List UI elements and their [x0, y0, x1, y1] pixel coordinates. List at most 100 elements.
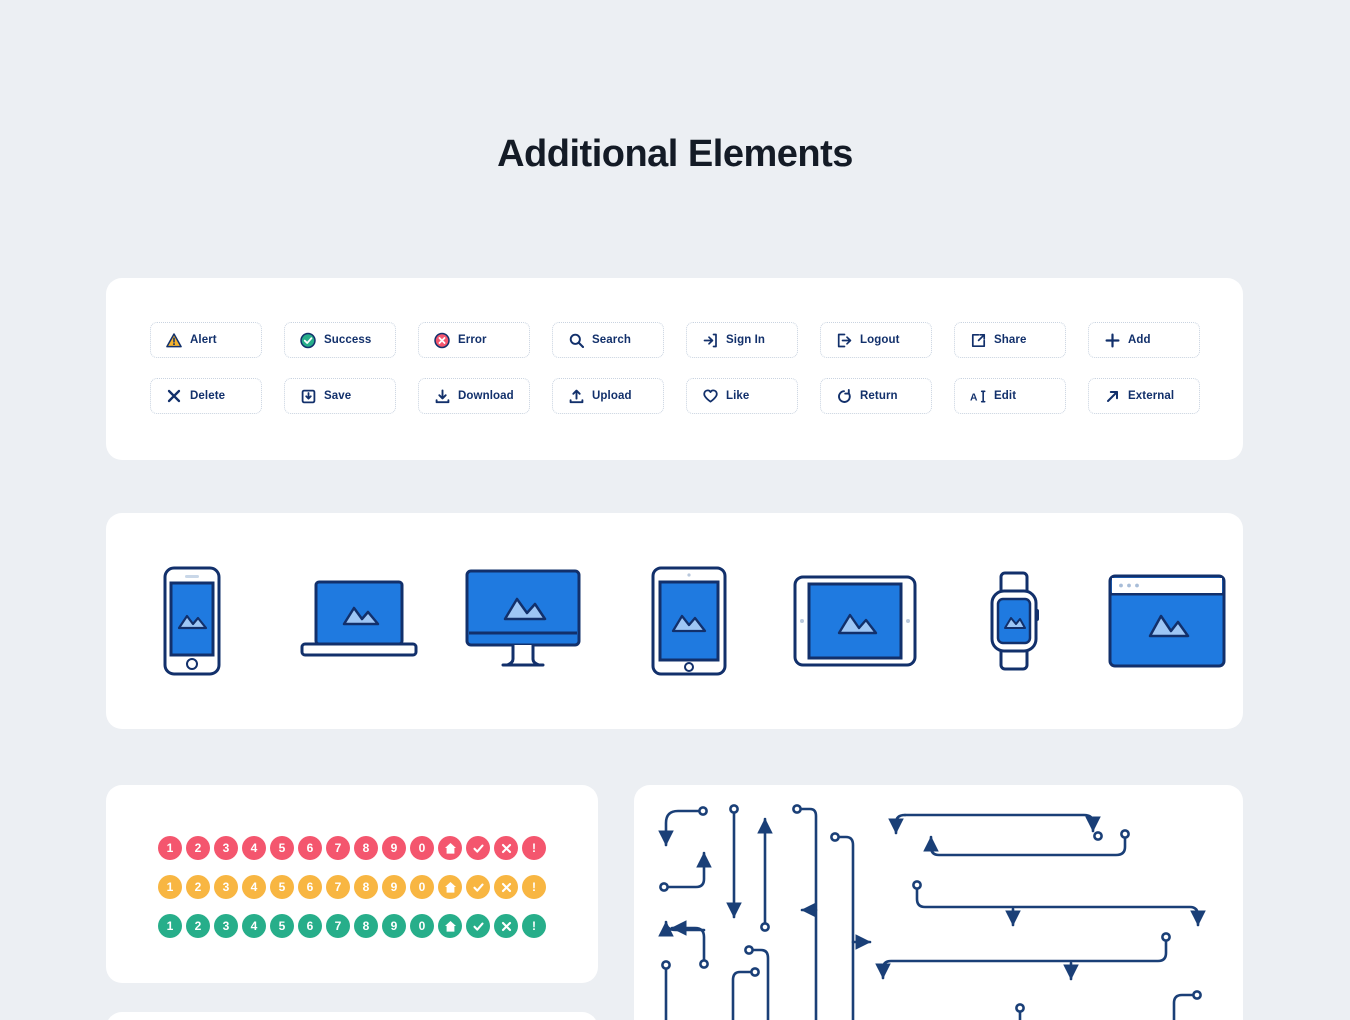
- badge-check[interactable]: [466, 914, 490, 938]
- button-label: External: [1128, 390, 1175, 402]
- button-download[interactable]: Download: [418, 378, 530, 414]
- badge-check[interactable]: [466, 875, 490, 899]
- device-laptop[interactable]: [278, 580, 440, 662]
- badge-4[interactable]: 4: [242, 875, 266, 899]
- badge-label: !: [532, 841, 536, 855]
- device-smartwatch[interactable]: [938, 571, 1090, 671]
- badge-7[interactable]: 7: [326, 836, 350, 860]
- badge-4[interactable]: 4: [242, 914, 266, 938]
- badge-label: 6: [306, 880, 314, 894]
- button-label: Share: [994, 334, 1027, 346]
- badge-9[interactable]: 9: [382, 836, 406, 860]
- button-success[interactable]: Success: [284, 322, 396, 358]
- badge-label: 8: [362, 919, 370, 933]
- button-sign-in[interactable]: Sign In: [686, 322, 798, 358]
- badge-label: 2: [194, 919, 202, 933]
- button-label: Return: [860, 390, 898, 402]
- device-row: [106, 513, 1243, 729]
- badge-8[interactable]: 8: [354, 836, 378, 860]
- svg-text:A: A: [970, 392, 978, 403]
- badge-label: 7: [334, 919, 342, 933]
- buttons-card: Alert Success Error Search Sign In Logout Shar…: [106, 278, 1243, 460]
- badge-9[interactable]: 9: [382, 914, 406, 938]
- badge-![interactable]: !: [522, 914, 546, 938]
- badge-8[interactable]: 8: [354, 914, 378, 938]
- badge-6[interactable]: 6: [298, 914, 322, 938]
- download-icon: [434, 388, 450, 404]
- badge-home[interactable]: [438, 836, 462, 860]
- badge-check[interactable]: [466, 836, 490, 860]
- badge-x[interactable]: [494, 836, 518, 860]
- button-add[interactable]: Add: [1088, 322, 1200, 358]
- button-like[interactable]: Like: [686, 378, 798, 414]
- device-tablet-portrait[interactable]: [606, 566, 772, 676]
- badge-1[interactable]: 1: [158, 875, 182, 899]
- badge-label: 9: [390, 919, 398, 933]
- device-desktop-monitor[interactable]: [440, 569, 606, 673]
- badge-label: 4: [250, 880, 258, 894]
- badge-![interactable]: !: [522, 836, 546, 860]
- button-upload[interactable]: Upload: [552, 378, 664, 414]
- badge-label: 6: [306, 841, 314, 855]
- badge-3[interactable]: 3: [214, 914, 238, 938]
- button-label: Like: [726, 390, 750, 402]
- badge-5[interactable]: 5: [270, 875, 294, 899]
- button-label: Alert: [190, 334, 217, 346]
- badge-0[interactable]: 0: [410, 914, 434, 938]
- button-logout[interactable]: Logout: [820, 322, 932, 358]
- badge-label: 7: [334, 841, 342, 855]
- button-share[interactable]: Share: [954, 322, 1066, 358]
- button-error[interactable]: Error: [418, 322, 530, 358]
- share-icon: [970, 332, 986, 348]
- button-search[interactable]: Search: [552, 322, 664, 358]
- button-save[interactable]: Save: [284, 378, 396, 414]
- button-delete[interactable]: Delete: [150, 378, 262, 414]
- badge-0[interactable]: 0: [410, 875, 434, 899]
- badge-2[interactable]: 2: [186, 836, 210, 860]
- button-label: Search: [592, 334, 631, 346]
- badge-6[interactable]: 6: [298, 875, 322, 899]
- badge-6[interactable]: 6: [298, 836, 322, 860]
- badge-2[interactable]: 2: [186, 875, 210, 899]
- badge-4[interactable]: 4: [242, 836, 266, 860]
- button-label: Delete: [190, 390, 226, 402]
- badge-7[interactable]: 7: [326, 875, 350, 899]
- button-alert[interactable]: Alert: [150, 322, 262, 358]
- badge-9[interactable]: 9: [382, 875, 406, 899]
- badge-![interactable]: !: [522, 875, 546, 899]
- badge-home[interactable]: [438, 914, 462, 938]
- button-external[interactable]: External: [1088, 378, 1200, 414]
- upload-icon: [568, 388, 584, 404]
- badge-7[interactable]: 7: [326, 914, 350, 938]
- device-browser-window[interactable]: [1090, 574, 1243, 668]
- badge-x[interactable]: [494, 914, 518, 938]
- button-return[interactable]: Return: [820, 378, 932, 414]
- badge-2[interactable]: 2: [186, 914, 210, 938]
- device-smartphone[interactable]: [106, 566, 278, 676]
- badge-label: 7: [334, 880, 342, 894]
- badge-5[interactable]: 5: [270, 836, 294, 860]
- badge-5[interactable]: 5: [270, 914, 294, 938]
- page-title: Additional Elements: [497, 133, 853, 175]
- badge-1[interactable]: 1: [158, 836, 182, 860]
- button-label: Error: [458, 334, 487, 346]
- external-arrow-icon: [1104, 388, 1120, 404]
- badge-label: 0: [418, 841, 426, 855]
- badge-3[interactable]: 3: [214, 875, 238, 899]
- badge-8[interactable]: 8: [354, 875, 378, 899]
- device-tablet-landscape[interactable]: [772, 575, 938, 667]
- badge-label: 4: [250, 919, 258, 933]
- alert-triangle-icon: [166, 332, 182, 348]
- badge-x[interactable]: [494, 875, 518, 899]
- button-label: Sign In: [726, 334, 766, 346]
- close-x-icon: [166, 388, 182, 404]
- badge-0[interactable]: 0: [410, 836, 434, 860]
- badge-1[interactable]: 1: [158, 914, 182, 938]
- button-label: Logout: [860, 334, 900, 346]
- badge-home[interactable]: [438, 875, 462, 899]
- badge-3[interactable]: 3: [214, 836, 238, 860]
- bottom-card-partial: [106, 1012, 598, 1020]
- badge-label: 9: [390, 880, 398, 894]
